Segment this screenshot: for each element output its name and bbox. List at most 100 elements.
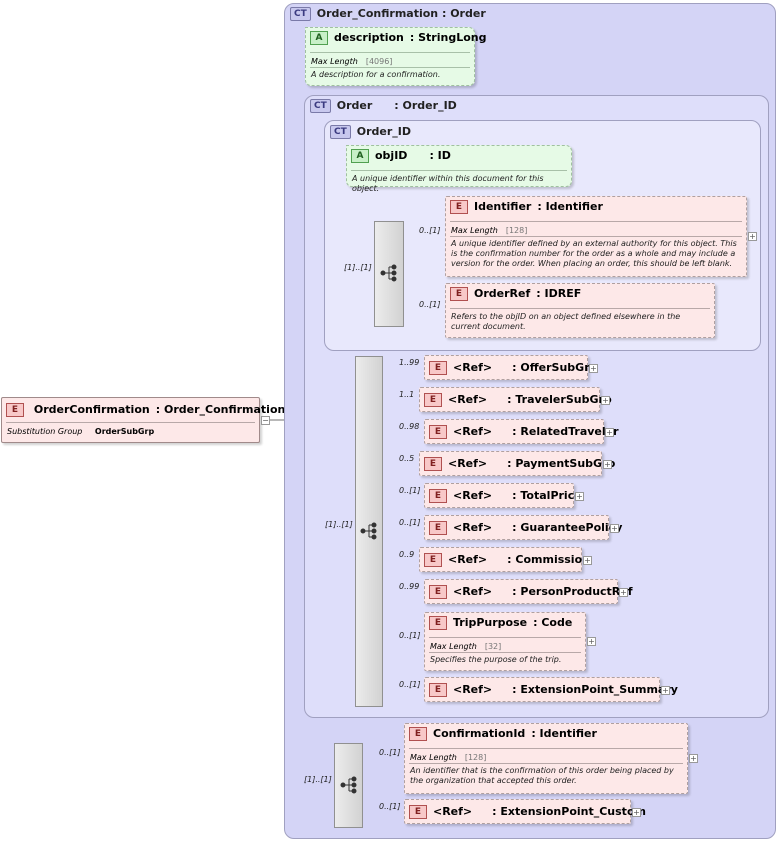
cardinality-label: 0..[1] bbox=[399, 486, 421, 495]
ref-label: <Ref> bbox=[453, 489, 493, 502]
expand-toggle[interactable]: + bbox=[575, 492, 584, 501]
substitution-group-facet: Substitution Group OrderSubGrp bbox=[7, 427, 154, 436]
element-icon: E bbox=[429, 521, 447, 535]
expand-toggle[interactable]: + bbox=[601, 396, 610, 405]
documentation: A description for a confirmation. bbox=[311, 70, 441, 79]
expand-toggle[interactable]: + bbox=[589, 364, 598, 373]
element-name: OrderConfirmation bbox=[33, 403, 150, 416]
facet-value: OrderSubGrp bbox=[94, 427, 155, 436]
complex-type-name: Order bbox=[336, 99, 373, 112]
ref-label: <Ref> bbox=[448, 553, 488, 566]
ref-label: <Ref> bbox=[433, 805, 473, 818]
expand-toggle[interactable]: + bbox=[619, 588, 628, 597]
attribute-name: description bbox=[334, 31, 404, 44]
cardinality-label: [1]..[1] bbox=[325, 520, 353, 529]
ref-label: <Ref> bbox=[453, 585, 493, 598]
expand-toggle[interactable]: + bbox=[689, 754, 698, 763]
facet-value: [128] bbox=[464, 753, 487, 762]
facet-label: Max Length bbox=[311, 57, 358, 66]
cardinality-label: 1..99 bbox=[399, 358, 420, 367]
ref-name: TravelerSubGrp bbox=[515, 393, 612, 406]
element-type: IDREF bbox=[544, 287, 582, 300]
ref-label: <Ref> bbox=[448, 457, 488, 470]
element-icon: E bbox=[424, 457, 442, 471]
ref-element-paymentsubgrp[interactable]: E<Ref>: PaymentSubGrp bbox=[419, 451, 615, 476]
element-icon: E bbox=[429, 425, 447, 439]
ref-label: <Ref> bbox=[448, 393, 488, 406]
element-icon: E bbox=[429, 616, 447, 630]
ref-name: ExtensionPoint_Custom bbox=[500, 805, 646, 818]
ref-name: RelatedTraveler bbox=[520, 425, 619, 438]
element-icon: E bbox=[429, 683, 447, 697]
ref-label: <Ref> bbox=[453, 521, 493, 534]
complex-type-icon: CT bbox=[290, 7, 311, 21]
documentation: A unique identifier defined by an extern… bbox=[451, 239, 737, 268]
attribute-icon: A bbox=[310, 31, 328, 45]
max-length-facet: Max Length[32] bbox=[430, 642, 501, 651]
cardinality-label: 0..[1] bbox=[379, 802, 401, 811]
element-icon: E bbox=[409, 727, 427, 741]
expand-toggle[interactable]: + bbox=[587, 637, 596, 646]
ref-element-relatedtraveler[interactable]: E<Ref>: RelatedTraveler bbox=[424, 419, 619, 444]
facet-label: Substitution Group bbox=[7, 427, 83, 436]
documentation: An identifier that is the confirmation o… bbox=[410, 766, 674, 785]
ref-element-travelersubgrp[interactable]: E<Ref>: TravelerSubGrp bbox=[419, 387, 612, 412]
element-icon: E bbox=[429, 361, 447, 375]
cardinality-label: 0..[1] bbox=[399, 518, 421, 527]
element-name: TripPurpose bbox=[453, 616, 528, 629]
sequence-compositor[interactable] bbox=[355, 356, 383, 707]
complex-type-base: Order bbox=[450, 7, 486, 20]
ref-element-offersubgrp[interactable]: E<Ref>: OfferSubGrp bbox=[424, 355, 598, 380]
ref-element-guaranteepolicy[interactable]: E<Ref>: GuaranteePolicy bbox=[424, 515, 622, 540]
complex-type-name: Order_Confirmation bbox=[316, 7, 439, 20]
cardinality-label: 0..[1] bbox=[379, 748, 401, 757]
root-element-orderconfirmation[interactable]: OrderConfirmation E OrderConfirmation: O… bbox=[1, 397, 285, 443]
element-type: Identifier bbox=[539, 727, 597, 740]
cardinality-label: 0..9 bbox=[399, 550, 415, 559]
facet-value: [4096] bbox=[365, 57, 393, 66]
element-name: Identifier bbox=[474, 200, 532, 213]
documentation: Specifies the purpose of the trip. bbox=[430, 655, 562, 664]
facet-label: Max Length bbox=[410, 753, 457, 762]
expand-toggle[interactable]: + bbox=[610, 524, 619, 533]
expand-toggle[interactable]: + bbox=[603, 460, 612, 469]
complex-type-icon: CT bbox=[310, 99, 331, 113]
expand-toggle[interactable]: + bbox=[583, 556, 592, 565]
expand-toggle[interactable]: + bbox=[748, 232, 757, 241]
ref-element-commission[interactable]: E<Ref>: Commission bbox=[419, 547, 590, 572]
complex-type-name: Order_ID bbox=[356, 125, 412, 138]
ref-name: ExtensionPoint_Summary bbox=[520, 683, 678, 696]
expand-toggle[interactable]: + bbox=[661, 686, 670, 695]
cardinality-label: 0..[1] bbox=[399, 680, 421, 689]
element-icon: E bbox=[450, 200, 468, 214]
element-name: OrderRef bbox=[474, 287, 531, 300]
complex-type-base: Order_ID bbox=[402, 99, 457, 112]
documentation: Refers to the objID on an object defined… bbox=[451, 312, 681, 331]
ref-label: <Ref> bbox=[453, 425, 493, 438]
ref-name: GuaranteePolicy bbox=[520, 521, 623, 534]
cardinality-label: 0..[1] bbox=[419, 300, 441, 309]
documentation: A unique identifier within this document… bbox=[352, 174, 544, 193]
complex-type-icon: CT bbox=[330, 125, 351, 139]
ref-element-extensionpoint-summary[interactable]: E<Ref>: ExtensionPoint_Summary bbox=[424, 677, 678, 702]
facet-label: Max Length bbox=[451, 226, 498, 235]
expand-toggle[interactable]: + bbox=[632, 808, 641, 817]
ref-element-extensionpoint-custom[interactable]: E<Ref>: ExtensionPoint_Custom bbox=[404, 799, 646, 824]
max-length-facet: Max Length[128] bbox=[451, 226, 527, 235]
cardinality-label: 0..5 bbox=[399, 454, 415, 463]
expand-toggle[interactable]: + bbox=[605, 428, 614, 437]
ref-element-totalprice[interactable]: E<Ref>: TotalPrice bbox=[424, 483, 582, 508]
collapse-toggle[interactable]: − bbox=[261, 416, 270, 425]
ref-element-personproductref[interactable]: E<Ref>: PersonProductRef bbox=[424, 579, 633, 604]
facet-value: [32] bbox=[484, 642, 502, 651]
cardinality-label: 0..98 bbox=[399, 422, 420, 431]
cardinality-label: 1..1 bbox=[399, 390, 415, 399]
